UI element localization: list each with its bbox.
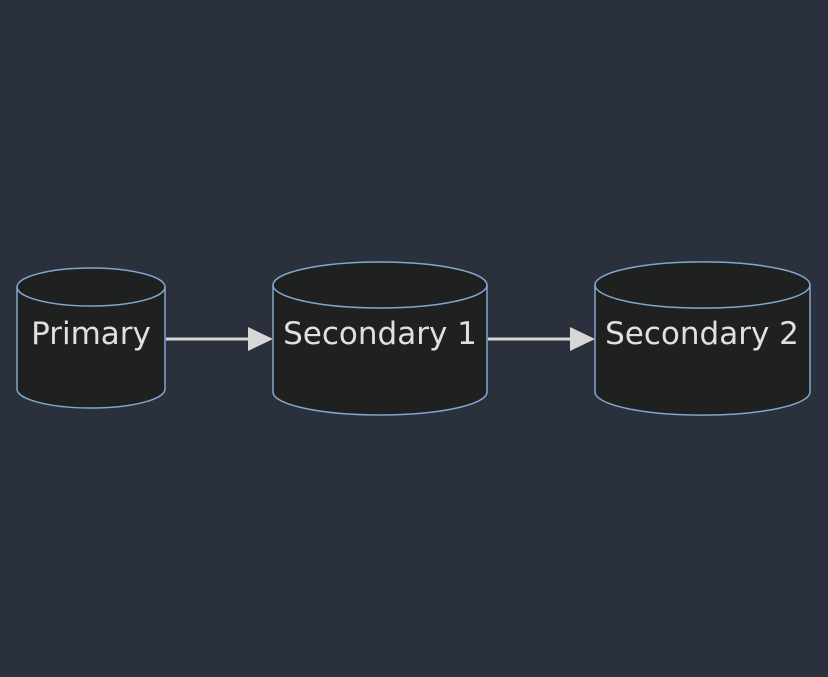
edge-primary-to-secondary-1	[166, 327, 273, 351]
cylinder-rim	[16, 286, 166, 307]
database-icon	[594, 261, 811, 416]
node-secondary-1[interactable]: Secondary 1	[272, 261, 488, 416]
node-secondary-2[interactable]: Secondary 2	[594, 261, 811, 416]
edge-secondary-1-to-secondary-2	[488, 327, 595, 351]
arrowhead-icon	[248, 327, 273, 351]
cylinder-rim	[272, 284, 488, 309]
node-label-secondary-1: Secondary 1	[283, 316, 477, 352]
node-label-primary: Primary	[31, 316, 151, 352]
node-primary[interactable]: Primary	[16, 267, 166, 409]
arrowhead-icon	[570, 327, 595, 351]
node-label-secondary-2: Secondary 2	[605, 316, 799, 352]
cylinder-rim	[594, 284, 811, 309]
database-icon	[272, 261, 488, 416]
